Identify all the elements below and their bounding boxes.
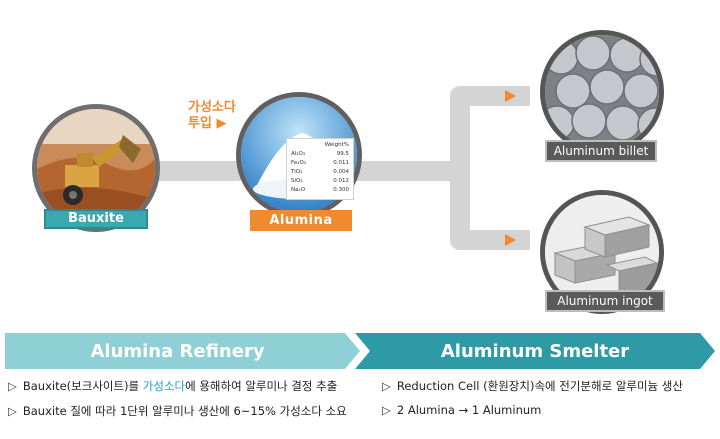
spec-row: Al₂O₃ 99.5 (291, 150, 349, 159)
spec-value: 0.012 (333, 178, 349, 184)
arrow-to-ingot-icon (505, 234, 516, 246)
spec-value: 0.004 (333, 169, 349, 175)
bullet-right-2: ▷ 2 Alumina → 1 Aluminum (382, 403, 541, 417)
banner-aluminum-smelter: Aluminum Smelter (440, 341, 630, 362)
bullet-marker: ▷ (382, 403, 391, 417)
spec-key: TiO₂ (291, 169, 303, 175)
bullet-marker: ▷ (382, 379, 391, 393)
spec-row: Fe₂O₃ 0.011 (291, 159, 349, 168)
pipe-branch-bottom (450, 230, 530, 250)
bullet-right-1: ▷ Reduction Cell (환원장치)속에 전기분해로 알루미늄 생산 (382, 378, 683, 394)
billet-image (540, 30, 664, 154)
bullet-left-2: ▷ Bauxite 질에 따라 1단위 알루미나 생산에 6~15% 가성소다 소… (8, 403, 347, 419)
ingot-label: Aluminum ingot (545, 290, 665, 312)
spec-row: TiO₂ 0.004 (291, 168, 349, 177)
bullet-right-1-text: Reduction Cell (환원장치)속에 전기분해로 알루미늄 생산 (396, 379, 683, 393)
spec-row: Na₂O 0.300 (291, 186, 349, 195)
banner-alumina-refinery: Alumina Refinery (90, 341, 265, 362)
spec-row: SiO₂ 0.012 (291, 177, 349, 186)
banner-background (5, 333, 715, 369)
note-line2: 투입 ▶ (188, 116, 227, 131)
bullet-left-2-text: Bauxite 질에 따라 1단위 알루미나 생산에 6~15% 가성소다 소요 (22, 404, 347, 418)
bullet-left-1-post: 에 용해하여 알루미나 결정 추출 (185, 379, 338, 393)
bauxite-label: Bauxite (44, 209, 148, 229)
caustic-soda-note: 가성소다 투입 ▶ (188, 100, 236, 132)
spec-key: SiO₂ (291, 178, 303, 184)
spec-header: Weight% (324, 142, 349, 148)
spec-key: Na₂O (291, 187, 306, 193)
spec-key: Fe₂O₃ (291, 160, 306, 166)
spec-value: 0.011 (333, 160, 349, 166)
spec-key: Al₂O₃ (291, 151, 306, 157)
billet-label: Aluminum billet (545, 140, 657, 162)
pipe-branch-vertical (450, 86, 470, 250)
spec-value: 0.300 (333, 187, 349, 193)
arrow-to-billet-icon (505, 90, 516, 102)
note-line1: 가성소다 (188, 100, 236, 115)
bullet-left-1-highlight: 가성소다 (142, 379, 186, 393)
bullet-left-1: ▷ Bauxite(보크사이트)를 가성소다에 용해하여 알루미나 결정 추출 (8, 378, 337, 394)
bullet-marker: ▷ (8, 379, 17, 393)
alumina-label: Alumina (250, 210, 352, 231)
pipe-branch-top (450, 86, 530, 106)
spec-value: 99.5 (336, 151, 349, 157)
bullet-right-2-text: 2 Alumina → 1 Aluminum (396, 403, 542, 417)
pipe-alumina-branch (355, 161, 465, 181)
bullet-left-1-pre: Bauxite(보크사이트)를 (22, 379, 143, 393)
bullet-marker: ▷ (8, 404, 17, 418)
pipe-bauxite-alumina (150, 161, 250, 181)
